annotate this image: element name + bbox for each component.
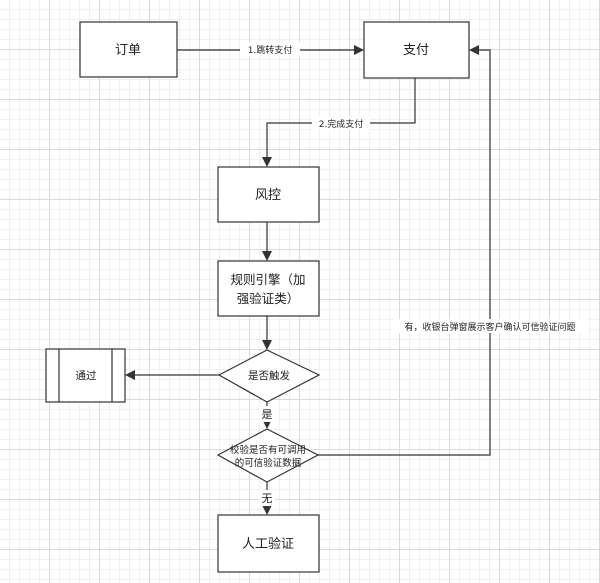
node-pass-label: 通过 xyxy=(76,369,97,382)
node-pass: 通过 xyxy=(45,348,126,403)
nodes: 订单 支付 风控 规则引擎（加 强验证类） 是否触发 xyxy=(45,21,470,573)
edge-check-to-pay xyxy=(318,45,491,456)
label-check-none: 无 xyxy=(262,492,273,505)
node-trigger-decision: 是否触发 xyxy=(217,349,321,403)
label-order-to-pay: 1.跳转支付 xyxy=(248,44,293,56)
node-pay: 支付 xyxy=(363,21,470,79)
node-trigger-label: 是否触发 xyxy=(248,369,290,382)
node-risk-label: 风控 xyxy=(255,188,281,203)
node-risk: 风控 xyxy=(217,166,320,223)
label-check-yes-back: 有，收银台弹窗展示客户确认可信验证问题 xyxy=(404,321,575,333)
edge-labels: 1.跳转支付 2.完成支付 是 无 有，收银台弹窗展示客户确认可信验证问题 xyxy=(240,42,587,506)
node-check-label-line2: 的可信验证数据 xyxy=(235,457,302,469)
node-order: 订单 xyxy=(79,21,178,78)
node-check-label-line1: 校验是否有可调用 xyxy=(230,444,306,456)
node-pay-label: 支付 xyxy=(403,43,429,58)
node-manual-verify: 人工验证 xyxy=(217,514,320,573)
label-trigger-yes: 是 xyxy=(262,408,273,421)
node-manual-label: 人工验证 xyxy=(242,536,294,552)
node-order-label: 订单 xyxy=(115,43,141,58)
node-rule-engine: 规则引擎（加 强验证类） xyxy=(217,260,320,317)
node-check-decision: 校验是否有可调用 的可信验证数据 xyxy=(216,428,320,483)
node-rule-label-line2: 强验证类） xyxy=(237,291,300,306)
label-pay-to-risk: 2.完成支付 xyxy=(319,118,364,130)
node-rule-label-line1: 规则引擎（加 xyxy=(230,272,305,287)
